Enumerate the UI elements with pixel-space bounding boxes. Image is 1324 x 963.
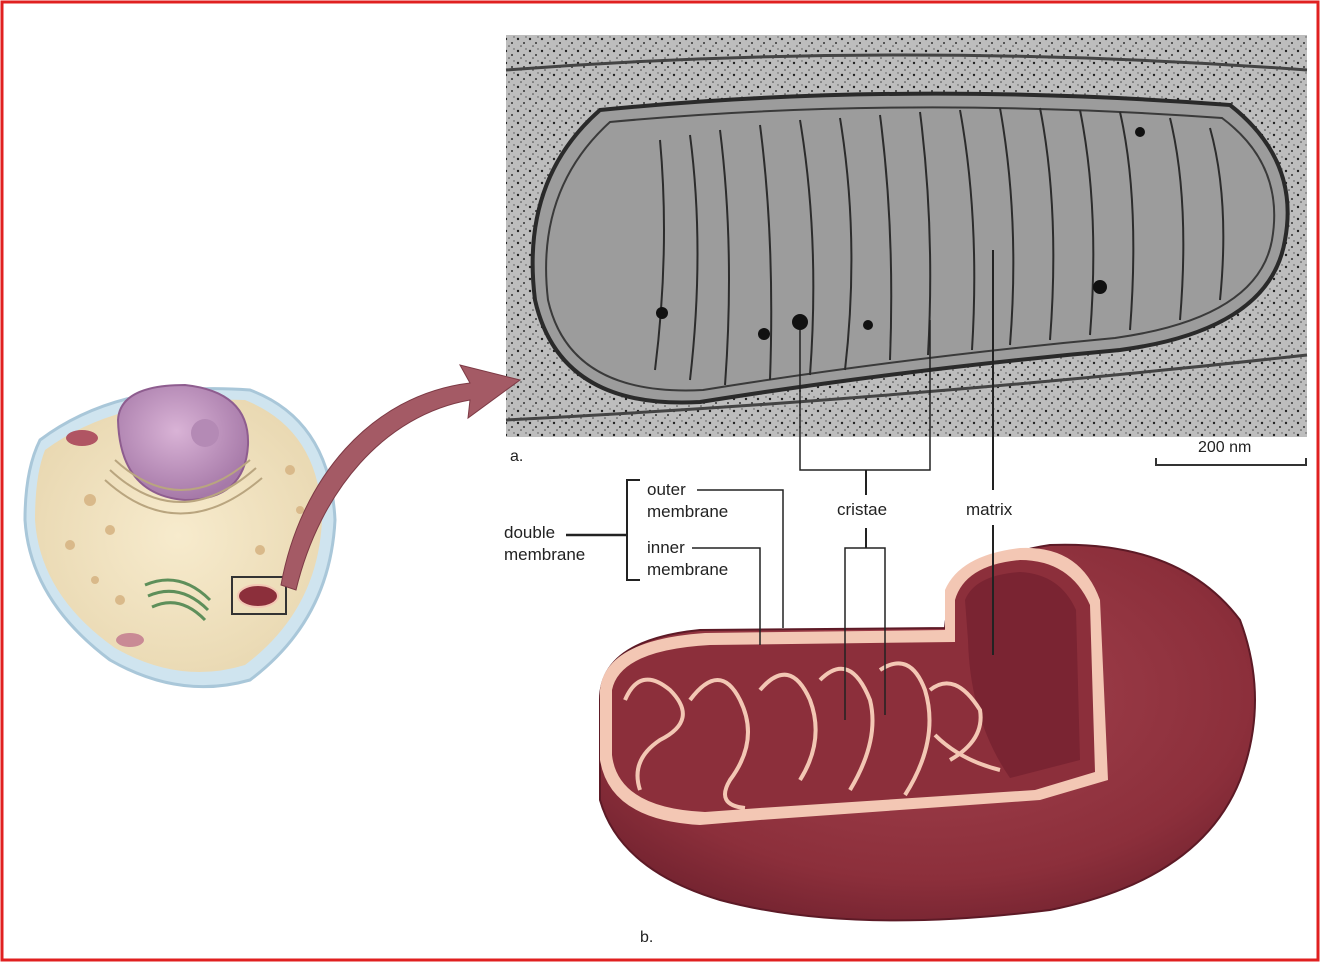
double-membrane-label: double membrane (504, 522, 585, 566)
panel-b-tag: b. (640, 929, 653, 947)
inner-membrane-label: inner membrane (647, 537, 728, 581)
outer-membrane-line2: membrane (647, 501, 728, 523)
double-membrane-line1: double (504, 522, 585, 544)
panel-a-tag: a. (510, 448, 523, 466)
outer-membrane-label: outer membrane (647, 479, 728, 523)
cell-illustration (25, 385, 335, 687)
outer-membrane-line1: outer (647, 479, 728, 501)
matrix-label: matrix (966, 499, 1012, 521)
electron-micrograph (506, 35, 1307, 437)
scale-bar (1156, 458, 1306, 465)
inner-membrane-line2: membrane (647, 559, 728, 581)
double-membrane-line2: membrane (504, 544, 585, 566)
mitochondrion-3d-model (600, 545, 1255, 921)
scale-bar-label: 200 nm (1198, 439, 1251, 457)
inner-membrane-line1: inner (647, 537, 728, 559)
cristae-label: cristae (837, 499, 887, 521)
